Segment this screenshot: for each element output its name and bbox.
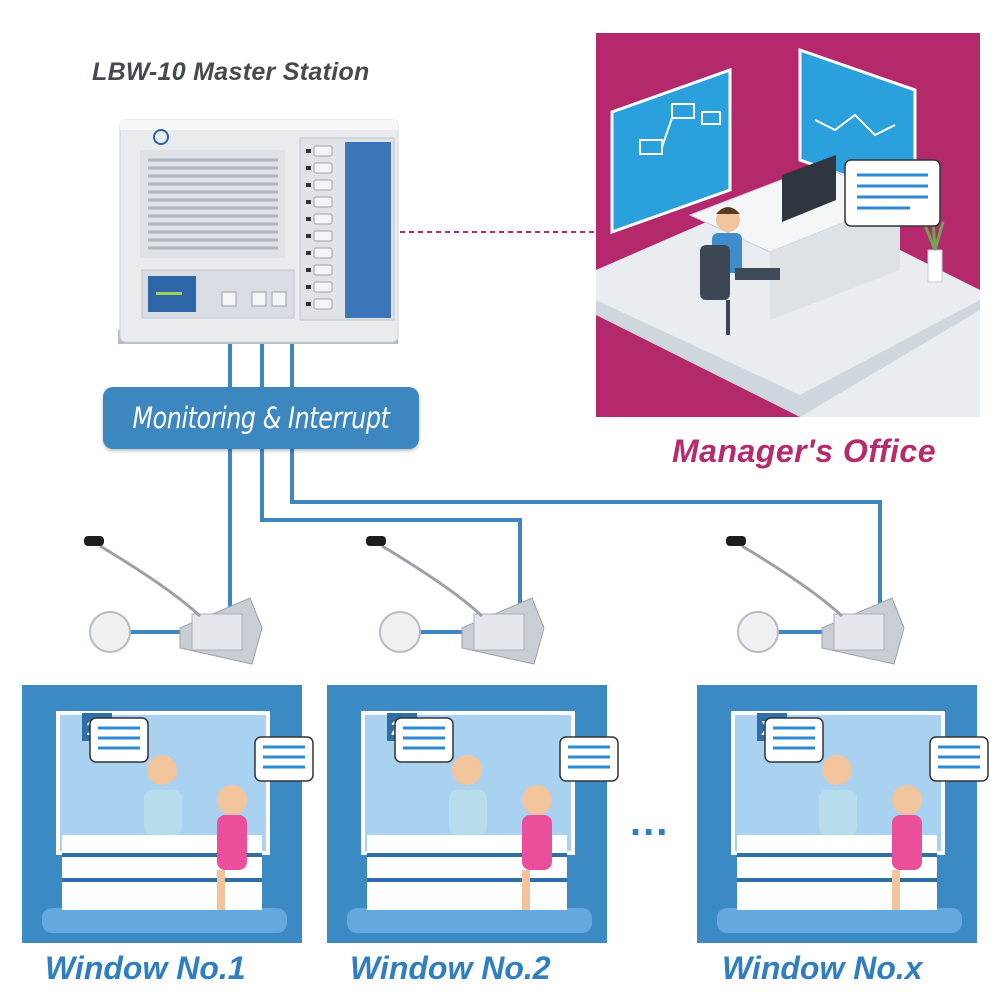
channel-button-4 [313,196,333,208]
speech-bubble-icon [764,717,824,763]
speech-bubble-icon [559,736,619,782]
speech-bubble-icon [89,717,149,763]
channel-button-1 [313,145,333,157]
customer-person-icon [217,785,247,815]
monitoring-interrupt-badge: Monitoring & Interrupt [103,387,419,449]
speech-bubble-icon [394,717,454,763]
wire-window-1 [130,338,232,634]
window-scene-3: X [697,685,989,943]
computer-monitor-icon [782,155,836,222]
customer-person-icon [892,785,922,815]
channel-button-5 [313,213,333,225]
more-windows-ellipsis: ... [630,800,670,844]
channel-button-2 [313,162,333,174]
window-label-1: Window No.1 [45,950,246,986]
managers-office-scene [596,33,980,417]
window-scene-1: 1 [22,685,314,943]
channel-led-icon [306,200,311,204]
channel-led-icon [306,285,311,289]
clerk-person-icon [822,755,852,785]
window-scenes: 12X [22,685,989,943]
channel-led-icon [306,183,311,187]
logo-icon [153,129,169,145]
microphone-head-icon [84,536,104,546]
monitoring-interrupt-label: Monitoring & Interrupt [132,401,390,435]
window-label-x: Window No.x [722,950,923,986]
speech-bubble-icon [254,736,314,782]
channel-led-icon [306,302,311,306]
microphone-head-icon [366,536,386,546]
speech-bubble-icon [929,736,989,782]
channel-button-10 [313,298,333,310]
channel-led-icon [306,217,311,221]
clerk-person-icon [147,755,177,785]
channel-led-icon [306,251,311,255]
customer-person-icon [522,785,552,815]
window-stations [84,536,905,665]
channel-led-icon [306,268,311,272]
master-station-title: LBW-10 Master Station [92,58,370,86]
ceiling-microphone-icon [379,611,421,653]
ceiling-microphone-icon [737,611,779,653]
desk-microphone-station [726,536,905,665]
channel-buttons [306,145,333,310]
clerk-person-icon [452,755,482,785]
wall-screen-flowchart-icon [610,67,732,235]
window-scene-2: 2 [327,685,619,943]
speaker-grille-icon [140,150,285,258]
managers-office-label: Manager's Office [672,433,936,469]
wire-window-2 [260,338,522,634]
speech-bubble-icon [844,159,941,227]
microphone-head-icon [726,536,746,546]
desk-microphone-station [366,536,545,665]
channel-button-7 [313,247,333,259]
channel-led-icon [306,166,311,170]
channel-button-3 [313,179,333,191]
ceiling-microphone-icon [89,611,131,653]
channel-button-9 [313,281,333,293]
channel-led-icon [306,234,311,238]
master-station-device [118,119,399,344]
window-label-2: Window No.2 [350,950,551,986]
desk-microphone-station [84,536,263,665]
channel-led-icon [306,149,311,153]
channel-button-8 [313,264,333,276]
channel-button-6 [313,230,333,242]
